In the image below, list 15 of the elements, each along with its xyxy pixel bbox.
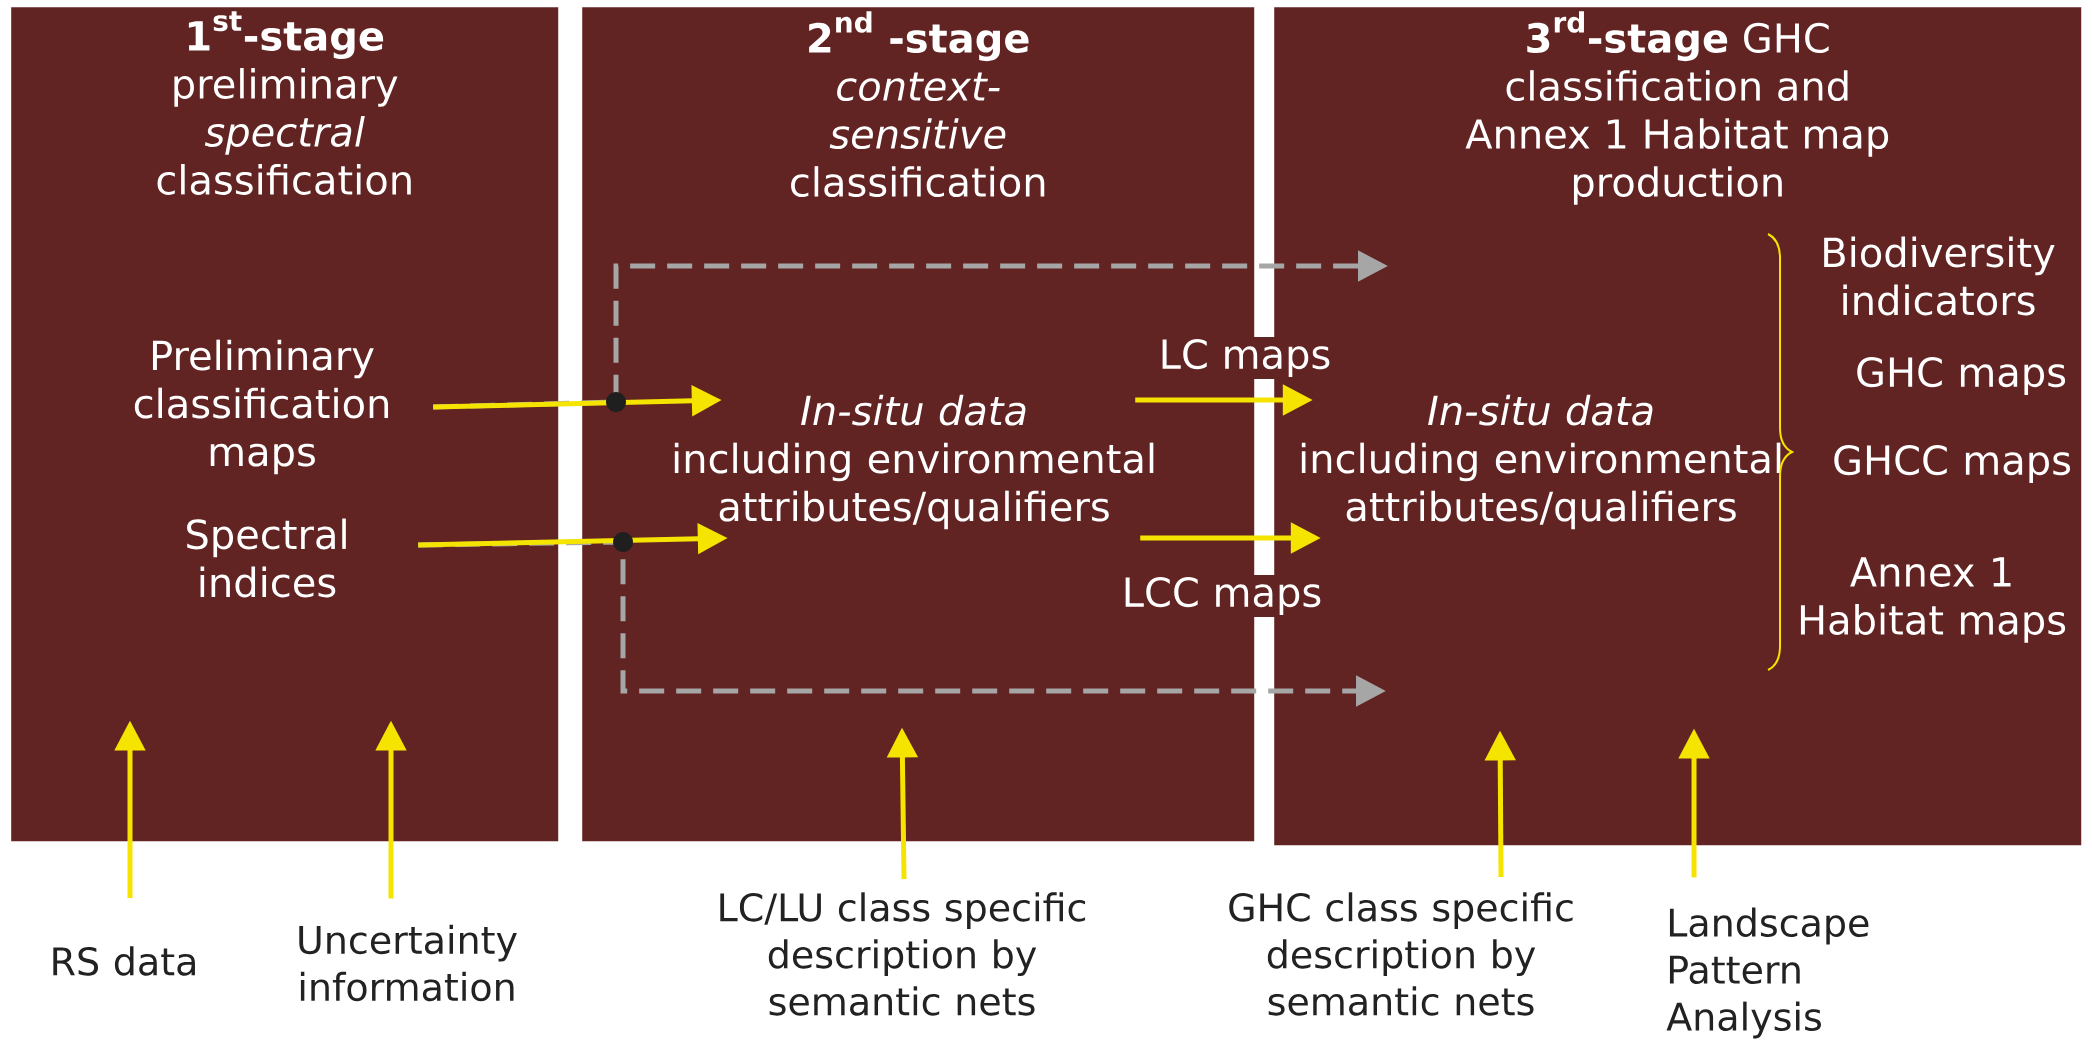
output-label: GHC maps [1857,357,2066,395]
input-label: LC/LU class specific description by semantic nets [720,892,1086,1016]
output-label: Annex 1 Habitat maps [1800,557,2066,643]
edge-label: LCC maps [1119,575,1325,617]
output-label: Biodiversity indicators [1824,236,2055,316]
input-label: RS data [53,946,195,976]
input-label: Landscape Pattern Analysis [1666,907,1869,1039]
edge-label: LC maps [1156,337,1334,379]
output-label: Preliminary classification maps [134,339,389,475]
output-label: GHCC maps [1834,445,2071,483]
data-label: In-situ data including environmental attributes/qualifiers [674,394,1154,530]
input-label: GHC class specific description by semantic nets [1229,892,1573,1016]
output-label: Spectral indices [187,518,346,598]
input-label: Uncertainty information [299,924,517,1002]
data-label: In-situ data including environmental attributes/qualifiers [1301,394,1781,530]
